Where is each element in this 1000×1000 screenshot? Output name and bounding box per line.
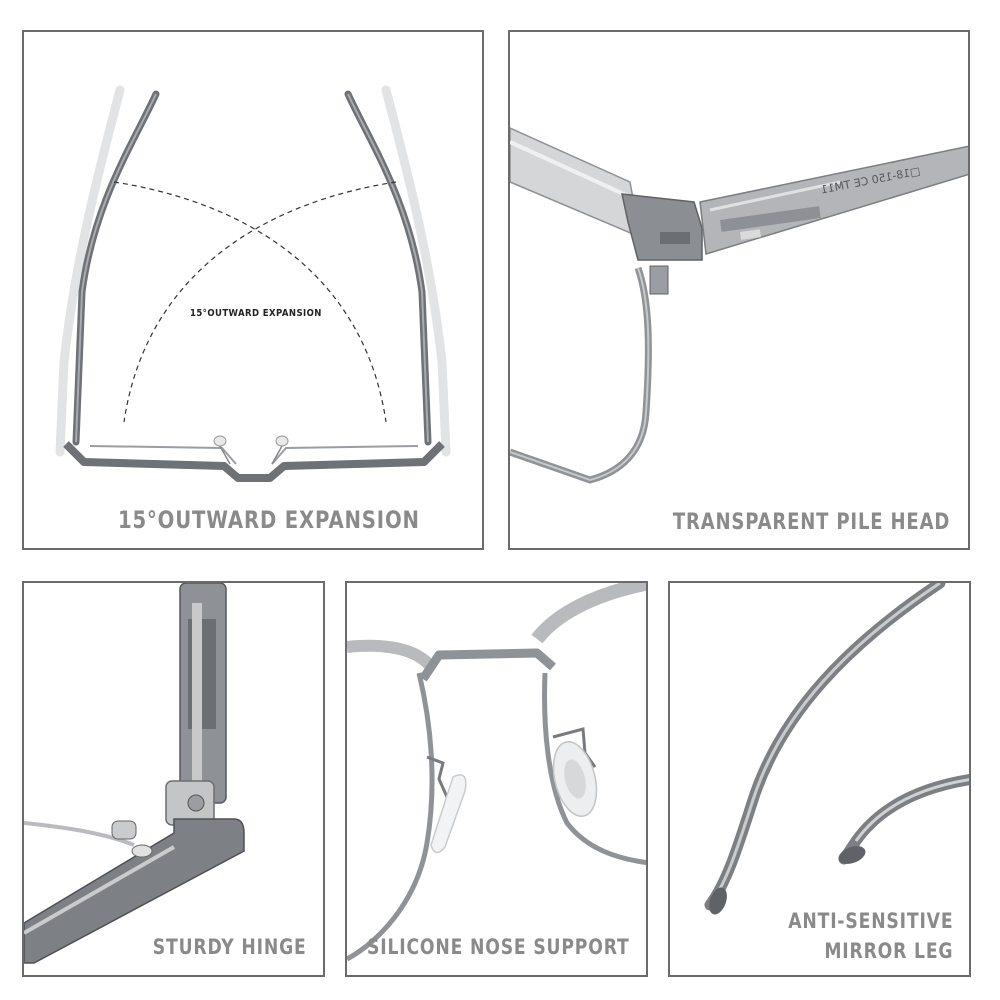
caption-transparent-pile-head: TRANSPARENT PILE HEAD (672, 510, 950, 535)
caption-sturdy-hinge: STURDY HINGE (153, 935, 307, 959)
caption-silicone-nose-support: SILICONE NOSE SUPPORT (367, 935, 630, 959)
panel-anti-sensitive-mirror-leg: ANTI-SENSITIVE MIRROR LEG (668, 581, 971, 977)
panel-outward-expansion: 15°OUTWARD EXPANSION 15°OUTWARD EXPANSIO… (22, 30, 484, 550)
panel-sturdy-hinge: STURDY HINGE (22, 581, 325, 977)
sturdy-hinge-image (24, 583, 245, 964)
caption-outward-expansion: 15°OUTWARD EXPANSION (118, 506, 420, 534)
panel-silicone-nose-support: SILICONE NOSE SUPPORT (345, 581, 648, 977)
panel-transparent-pile-head: □18-150 CE TM11 TRANSPARENT PILE HEAD (508, 30, 970, 550)
caption-mirror-leg-line1: ANTI-SENSITIVE (787, 909, 953, 933)
diagram-label: 15°OUTWARD EXPANSION (190, 308, 322, 319)
pile-head-closeup-image (510, 127, 968, 484)
nose-support-image (347, 583, 646, 962)
mirror-leg-image (704, 583, 969, 915)
caption-mirror-leg-line2: MIRROR LEG (823, 939, 953, 963)
glasses-top-view-image (55, 85, 451, 482)
